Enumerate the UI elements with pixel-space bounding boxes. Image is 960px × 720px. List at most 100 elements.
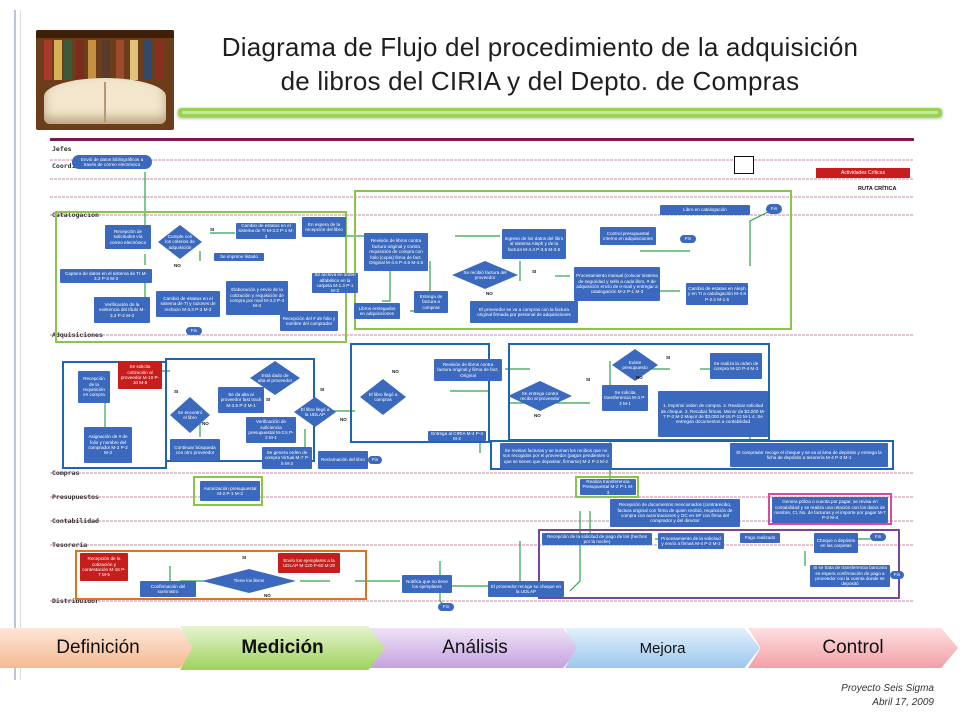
- node-encontro-libro: Se encontró el libro: [170, 397, 210, 433]
- title-line-2: de libros del CIRIA y del Depto. de Comp…: [280, 66, 800, 96]
- node-comprador-cheque: El comprador recoge el cheque y se va al…: [730, 443, 888, 467]
- node-fin-4: Fin: [368, 456, 382, 464]
- footer: Proyecto Seis Sigma Abril 17, 2009: [841, 682, 934, 710]
- node-orden-compra: Se realiza la orden de compra M-10 P-4 M…: [710, 353, 762, 379]
- label-no-2: NO: [486, 291, 493, 296]
- label-si-7: SI: [666, 355, 671, 360]
- node-cambio-rechazo: Cambio de estatus en el sistema de TI y …: [156, 291, 220, 317]
- node-fin-6: Fin: [890, 571, 904, 579]
- node-autorizacion: Autorización presupuestal M-2 P-1 M-3: [200, 481, 260, 501]
- node-fin-7: Fin: [438, 603, 454, 611]
- lane-distribuidor: Distribuidor: [52, 597, 99, 605]
- legend-critical: Actividades Críticas: [816, 168, 910, 178]
- label-si-3: SI: [174, 389, 179, 394]
- node-procesamiento-solicitud: Procesamiento de la solicitud y envío a …: [658, 533, 724, 549]
- label-si-2: SI: [532, 269, 537, 274]
- node-fin-3: Fin: [766, 204, 782, 214]
- label-no-7: NO: [636, 375, 643, 380]
- phase-medicion[interactable]: Medición: [180, 626, 385, 670]
- node-solicitud-pago: Recepción de la solicitud de pago de los…: [542, 533, 652, 545]
- dmaic-phases: Definición Análisis Mejora Control Medic…: [0, 626, 960, 670]
- node-pago-realizado: Pago realizado: [740, 533, 780, 543]
- label-no-6: NO: [534, 413, 541, 418]
- label-si-8: SI: [242, 555, 247, 560]
- node-recepcion-requisicion: Recepción de la requisición en compra: [78, 371, 110, 403]
- group-compras-bottom: [490, 440, 894, 470]
- node-imprime-listado: Se imprime listado: [214, 253, 264, 261]
- node-recepcion-cotizacion: Recepción de la cotización y contestació…: [80, 553, 128, 581]
- page-title: Diagrama de Flujo del procedimiento de l…: [180, 30, 900, 98]
- node-verificacion-titulo: Verificación de la existencia del título…: [94, 297, 150, 323]
- node-revision-factura: Revisión de libros contra factura origin…: [364, 233, 428, 271]
- node-entrega-ciria: Entrega al CIRIA M-4 P-4 M-2: [428, 431, 486, 441]
- group-catalog-right: [354, 190, 792, 330]
- node-cambio-estatus-ti: Cambio de estatus en el sistema de TI M-…: [236, 223, 296, 239]
- node-recibio-factura: Se recibió factura del proveedor: [452, 261, 518, 289]
- group-tesoreria: [538, 529, 900, 599]
- node-ingreso-aleph: Ingreso de los datos del libro al sistem…: [502, 229, 566, 259]
- node-llego-compras: El libro llegó a compras: [360, 379, 406, 415]
- node-proveedor-compras: El proveedor se va a compras con la fact…: [470, 301, 578, 323]
- node-revisan-facturas: Se revisan facturas y se suman los recib…: [500, 443, 612, 469]
- node-libro-catalogacion: Libro en catalogación: [660, 205, 750, 215]
- node-notifica: Notifica que no tiene los ejemplares: [402, 575, 452, 593]
- node-procesamiento-manual: Procesamiento manual (colocar sistema de…: [574, 267, 660, 301]
- node-transferencia: Realiza transferencia Presupuestal M-2 P…: [580, 479, 636, 495]
- label-no-8: NO: [264, 593, 271, 598]
- lane-presupuestos: Presupuestos: [52, 493, 99, 501]
- node-revision-compras: Revisión de libros contra factura origin…: [434, 359, 502, 381]
- label-si-5: SI: [320, 387, 325, 392]
- label-no-3: NO: [202, 421, 209, 426]
- phase-definicion[interactable]: Definición: [0, 628, 196, 668]
- node-genera-poliza: Genera póliza o cuenta por pagar, se rev…: [772, 497, 888, 523]
- node-fin-2: Fin: [680, 235, 696, 243]
- node-reclamacion: Reclamación del libro: [318, 451, 368, 469]
- node-existe-presupuesto: Existe presupuesto: [612, 349, 658, 381]
- lane-compras: Compras: [52, 469, 80, 477]
- label-no-4: NO: [340, 417, 347, 422]
- node-confirmacion: Confirmación del suministro: [140, 581, 196, 597]
- label-si-6: SI: [586, 377, 591, 382]
- group-poliza: [768, 493, 892, 525]
- node-llego-udlap: El libro llegó a la UDLAP: [294, 397, 336, 427]
- label-si-1: SI: [210, 227, 215, 232]
- node-envio-ejemplares: Envío los ejemplares a la UDLAP M-120 P-…: [278, 553, 340, 573]
- node-libros-entregados: Libros entregados en adquisiciones: [354, 303, 400, 319]
- title-line-1: Diagrama de Flujo del procedimiento de l…: [221, 32, 859, 62]
- node-recepcion-folio: Recepción del # de folio y nombre del co…: [280, 311, 338, 331]
- node-suficiencia: Verificación de suficiencia presupuestal…: [246, 417, 296, 443]
- node-imprimir-orden: 1. Imprimir orden de compra. 2. Realizar…: [658, 391, 768, 437]
- flowchart: Jefes Coordinadores Catalogación Adquisi…: [50, 138, 914, 614]
- node-cumple-criterios: Cumple con los criterios de adquisición: [158, 225, 202, 259]
- node-continuar-busqueda: Continuar búsqueda con otro proveedor: [170, 439, 220, 461]
- node-cheque-carpetas: Cheque o depósito en las carpetas: [814, 533, 858, 553]
- phase-mejora[interactable]: Mejora: [565, 628, 760, 668]
- group-distribuidor: [75, 550, 367, 600]
- books-photo: [36, 30, 174, 130]
- node-dado-alta: Está dado de alta el proveedor: [250, 361, 300, 395]
- lane-contabilidad: Contabilidad: [52, 517, 99, 525]
- node-recepcion-documentos: Recepción de documentos mencionados (con…: [610, 499, 740, 527]
- node-proveedor-cheque: El proveedor recoge su cheque en la UDLA…: [488, 581, 564, 597]
- node-cambio-aleph: Cambio de estatus en Aleph y en TI a cat…: [686, 283, 748, 305]
- left-rule-thin: [20, 10, 21, 680]
- footer-project: Proyecto Seis Sigma: [841, 683, 934, 694]
- phase-analisis[interactable]: Análisis: [370, 628, 580, 668]
- node-captura-datos: Captura de datos en el sistema de TI M-3…: [60, 269, 152, 283]
- phase-control[interactable]: Control: [748, 628, 958, 668]
- node-recepcion-solicitudes: Recepción de solicitudes vía correo elec…: [105, 225, 151, 249]
- node-tiene-libros: Tiene los libros: [202, 569, 296, 593]
- node-entrega-factura: Entrega de factura a compras: [414, 291, 448, 313]
- node-entrega-recibo: Se entrega contra recibo al proveedor: [508, 381, 572, 411]
- node-envio-datos: Envió de datos bibliográficos a través d…: [72, 155, 152, 169]
- legend-box: [734, 156, 754, 174]
- lane-adquisiciones: Adquisiciones: [52, 331, 103, 339]
- label-no-1: NO: [174, 263, 181, 268]
- footer-date: Abril 17, 2009: [872, 697, 934, 708]
- node-espera-recepcion: En espera de la recepción del libro: [302, 217, 346, 237]
- node-elaboracion-cotizacion: Elaboración y envío de la cotización y r…: [226, 281, 288, 315]
- lane-catalogacion: Catalogación: [52, 211, 99, 219]
- node-fin-1: Fin: [186, 327, 202, 335]
- legend-critical-path: RUTA CRÍTICA: [858, 186, 897, 192]
- node-archiva-carpeta: Se archiva en orden alfabético en la car…: [312, 273, 358, 293]
